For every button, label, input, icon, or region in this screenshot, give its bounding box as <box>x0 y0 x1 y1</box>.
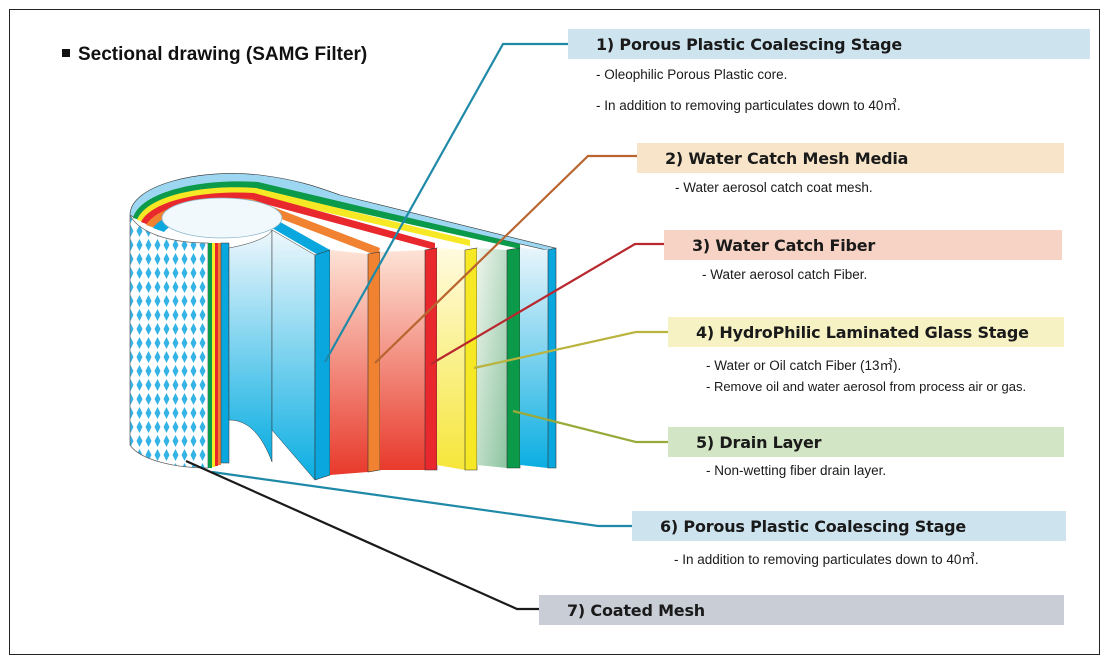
stage-3-note-1: - Water aerosol catch Fiber. <box>702 267 868 282</box>
stage-5-label: 5) Drain Layer <box>668 427 1064 457</box>
stage-2-title: 2) Water Catch Mesh Media <box>665 148 909 168</box>
stage-6-note-1: - In addition to removing particulates d… <box>674 552 979 567</box>
stage-1-title: 1) Porous Plastic Coalescing Stage <box>596 34 903 54</box>
stage-6-title: 6) Porous Plastic Coalescing Stage <box>660 516 967 536</box>
leader-line-4 <box>473 330 668 370</box>
filter-top-layers <box>129 173 556 256</box>
stage-4-note-2: - Remove oil and water aerosol from proc… <box>706 379 1027 394</box>
diagram-title-text: Sectional drawing (SAMG Filter) <box>78 44 368 65</box>
stage-7-title: 7) Coated Mesh <box>567 600 705 620</box>
drain-layer-panel <box>477 247 521 469</box>
leader-line-6 <box>211 470 632 528</box>
stage-1-label: 1) Porous Plastic Coalescing Stage <box>568 29 1090 59</box>
stage-3-label: 3) Water Catch Fiber <box>664 230 1062 260</box>
inner-core <box>228 229 273 463</box>
stage-1-note-2: - In addition to removing particulates d… <box>596 98 901 113</box>
diagram-frame <box>9 9 1100 655</box>
catch-fiber-panel <box>380 247 438 471</box>
leader-line-5 <box>512 409 668 444</box>
stage-4-note-1: - Water or Oil catch Fiber (13㎥). <box>706 358 902 373</box>
leader-line-3 <box>430 242 664 365</box>
layer-edge-stack <box>208 242 230 468</box>
stage-2-label: 2) Water Catch Mesh Media <box>637 143 1064 173</box>
mesh-media-panel <box>330 250 381 475</box>
stage-2-note-1: - Water aerosol catch coat mesh. <box>675 180 873 195</box>
outer-porous-panel <box>520 247 557 469</box>
stage-1-note-1: - Oleophilic Porous Plastic core. <box>596 67 788 82</box>
stage-5-title: 5) Drain Layer <box>696 432 822 452</box>
stage-4-title: 4) HydroPhilic Laminated Glass Stage <box>696 322 1029 342</box>
porous-plastic-panel <box>271 229 316 481</box>
stage-4-label: 4) HydroPhilic Laminated Glass Stage <box>668 317 1064 347</box>
stage-3-title: 3) Water Catch Fiber <box>692 235 876 255</box>
square-bullet-icon <box>62 48 70 57</box>
glass-stage-panel <box>437 247 478 471</box>
stage-7-label: 7) Coated Mesh <box>539 595 1064 625</box>
coated-mesh-wall <box>129 214 209 469</box>
stage-6-label: 6) Porous Plastic Coalescing Stage <box>632 511 1066 541</box>
leader-line-1 <box>324 42 568 363</box>
leader-line-2 <box>374 154 637 364</box>
leader-lines <box>185 42 668 611</box>
diagram-title: Sectional drawing (SAMG Filter) <box>62 44 367 66</box>
leader-line-7 <box>185 459 541 611</box>
stage-5-note-1: - Non-wetting fiber drain layer. <box>706 463 887 478</box>
